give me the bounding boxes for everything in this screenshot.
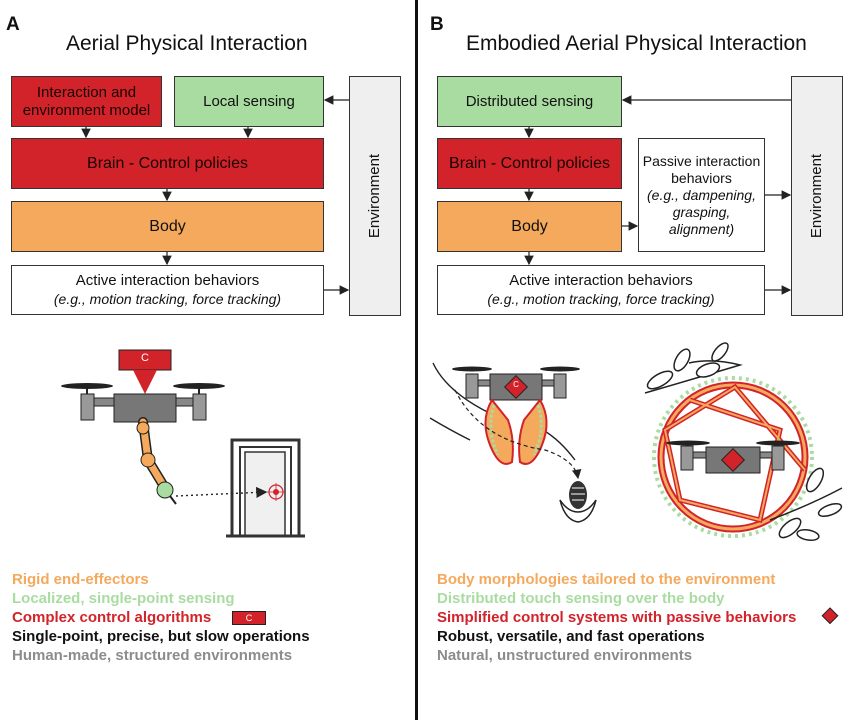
panel-a-letter: A	[6, 14, 20, 35]
active-behaviors-label-a: Active interaction behaviors	[75, 272, 260, 289]
passive-behaviors-title: Passive interaction behaviors	[642, 152, 761, 186]
caged-drone-illustration	[644, 342, 843, 542]
active-behaviors-label-b: Active interaction behaviors	[509, 272, 693, 289]
legend-a-complex: Complex control algorithms	[12, 609, 212, 626]
panel-a-arrows	[81, 95, 350, 295]
local-sensing-box: Local sensing	[174, 76, 324, 127]
legend-a-rigid: Rigid end-effectors	[12, 571, 149, 588]
passive-examples-line1: (e.g., dampening,	[647, 186, 756, 203]
panel-b-title: Embodied Aerial Physical Interaction	[466, 32, 807, 55]
panel-a-title: Aerial Physical Interaction	[66, 32, 308, 55]
active-behaviors-examples-b: (e.g., motion tracking, force tracking)	[487, 291, 715, 307]
environment-box-a: Environment	[349, 76, 401, 316]
active-behaviors-examples-a: (e.g., motion tracking, force tracking)	[53, 291, 282, 307]
interaction-model-box: Interaction and environment model	[11, 76, 162, 127]
rigid-drone-illustration	[61, 349, 305, 538]
body-box-a: Body	[11, 201, 324, 252]
brain-box-b: Brain - Control policies	[437, 138, 622, 189]
legend-b-natural: Natural, unstructured environments	[437, 647, 693, 664]
brain-box-a: Brain - Control policies	[11, 138, 324, 189]
passive-behaviors-box: Passive interaction behaviors (e.g., dam…	[638, 138, 765, 252]
legend-b-morphologies: Body morphologies tailored to the enviro…	[437, 571, 776, 588]
controller-icon: C	[232, 611, 266, 625]
drone-controller-label: C	[141, 352, 149, 364]
legend-b-distributed: Distributed touch sensing over the body	[437, 590, 725, 607]
body-box-b: Body	[437, 201, 622, 252]
passive-examples-line3: alignment)	[668, 220, 735, 237]
legend-a-localized: Localized, single-point sensing	[12, 590, 235, 607]
active-behaviors-box-a: Active interaction behaviors (e.g., moti…	[11, 265, 324, 315]
diamond-icon	[821, 607, 839, 625]
active-behaviors-box-b: Active interaction behaviors (e.g., moti…	[437, 265, 765, 315]
panel-b-arrows	[524, 95, 792, 295]
legend-a-human-made: Human-made, structured environments	[12, 647, 293, 664]
panel-b-letter: B	[430, 14, 444, 35]
soft-gripper-drone-illustration	[429, 362, 597, 523]
legend-b-simplified: Simplified control systems with passive …	[437, 609, 797, 626]
legend-b-robust: Robust, versatile, and fast operations	[437, 628, 705, 645]
environment-box-b: Environment	[791, 76, 843, 316]
gripper-controller-label: C	[513, 380, 519, 389]
passive-examples-line2: grasping,	[672, 203, 731, 220]
legend-a-single-point: Single-point, precise, but slow operatio…	[12, 628, 310, 645]
distributed-sensing-box: Distributed sensing	[437, 76, 622, 127]
panel-divider	[415, 0, 418, 720]
